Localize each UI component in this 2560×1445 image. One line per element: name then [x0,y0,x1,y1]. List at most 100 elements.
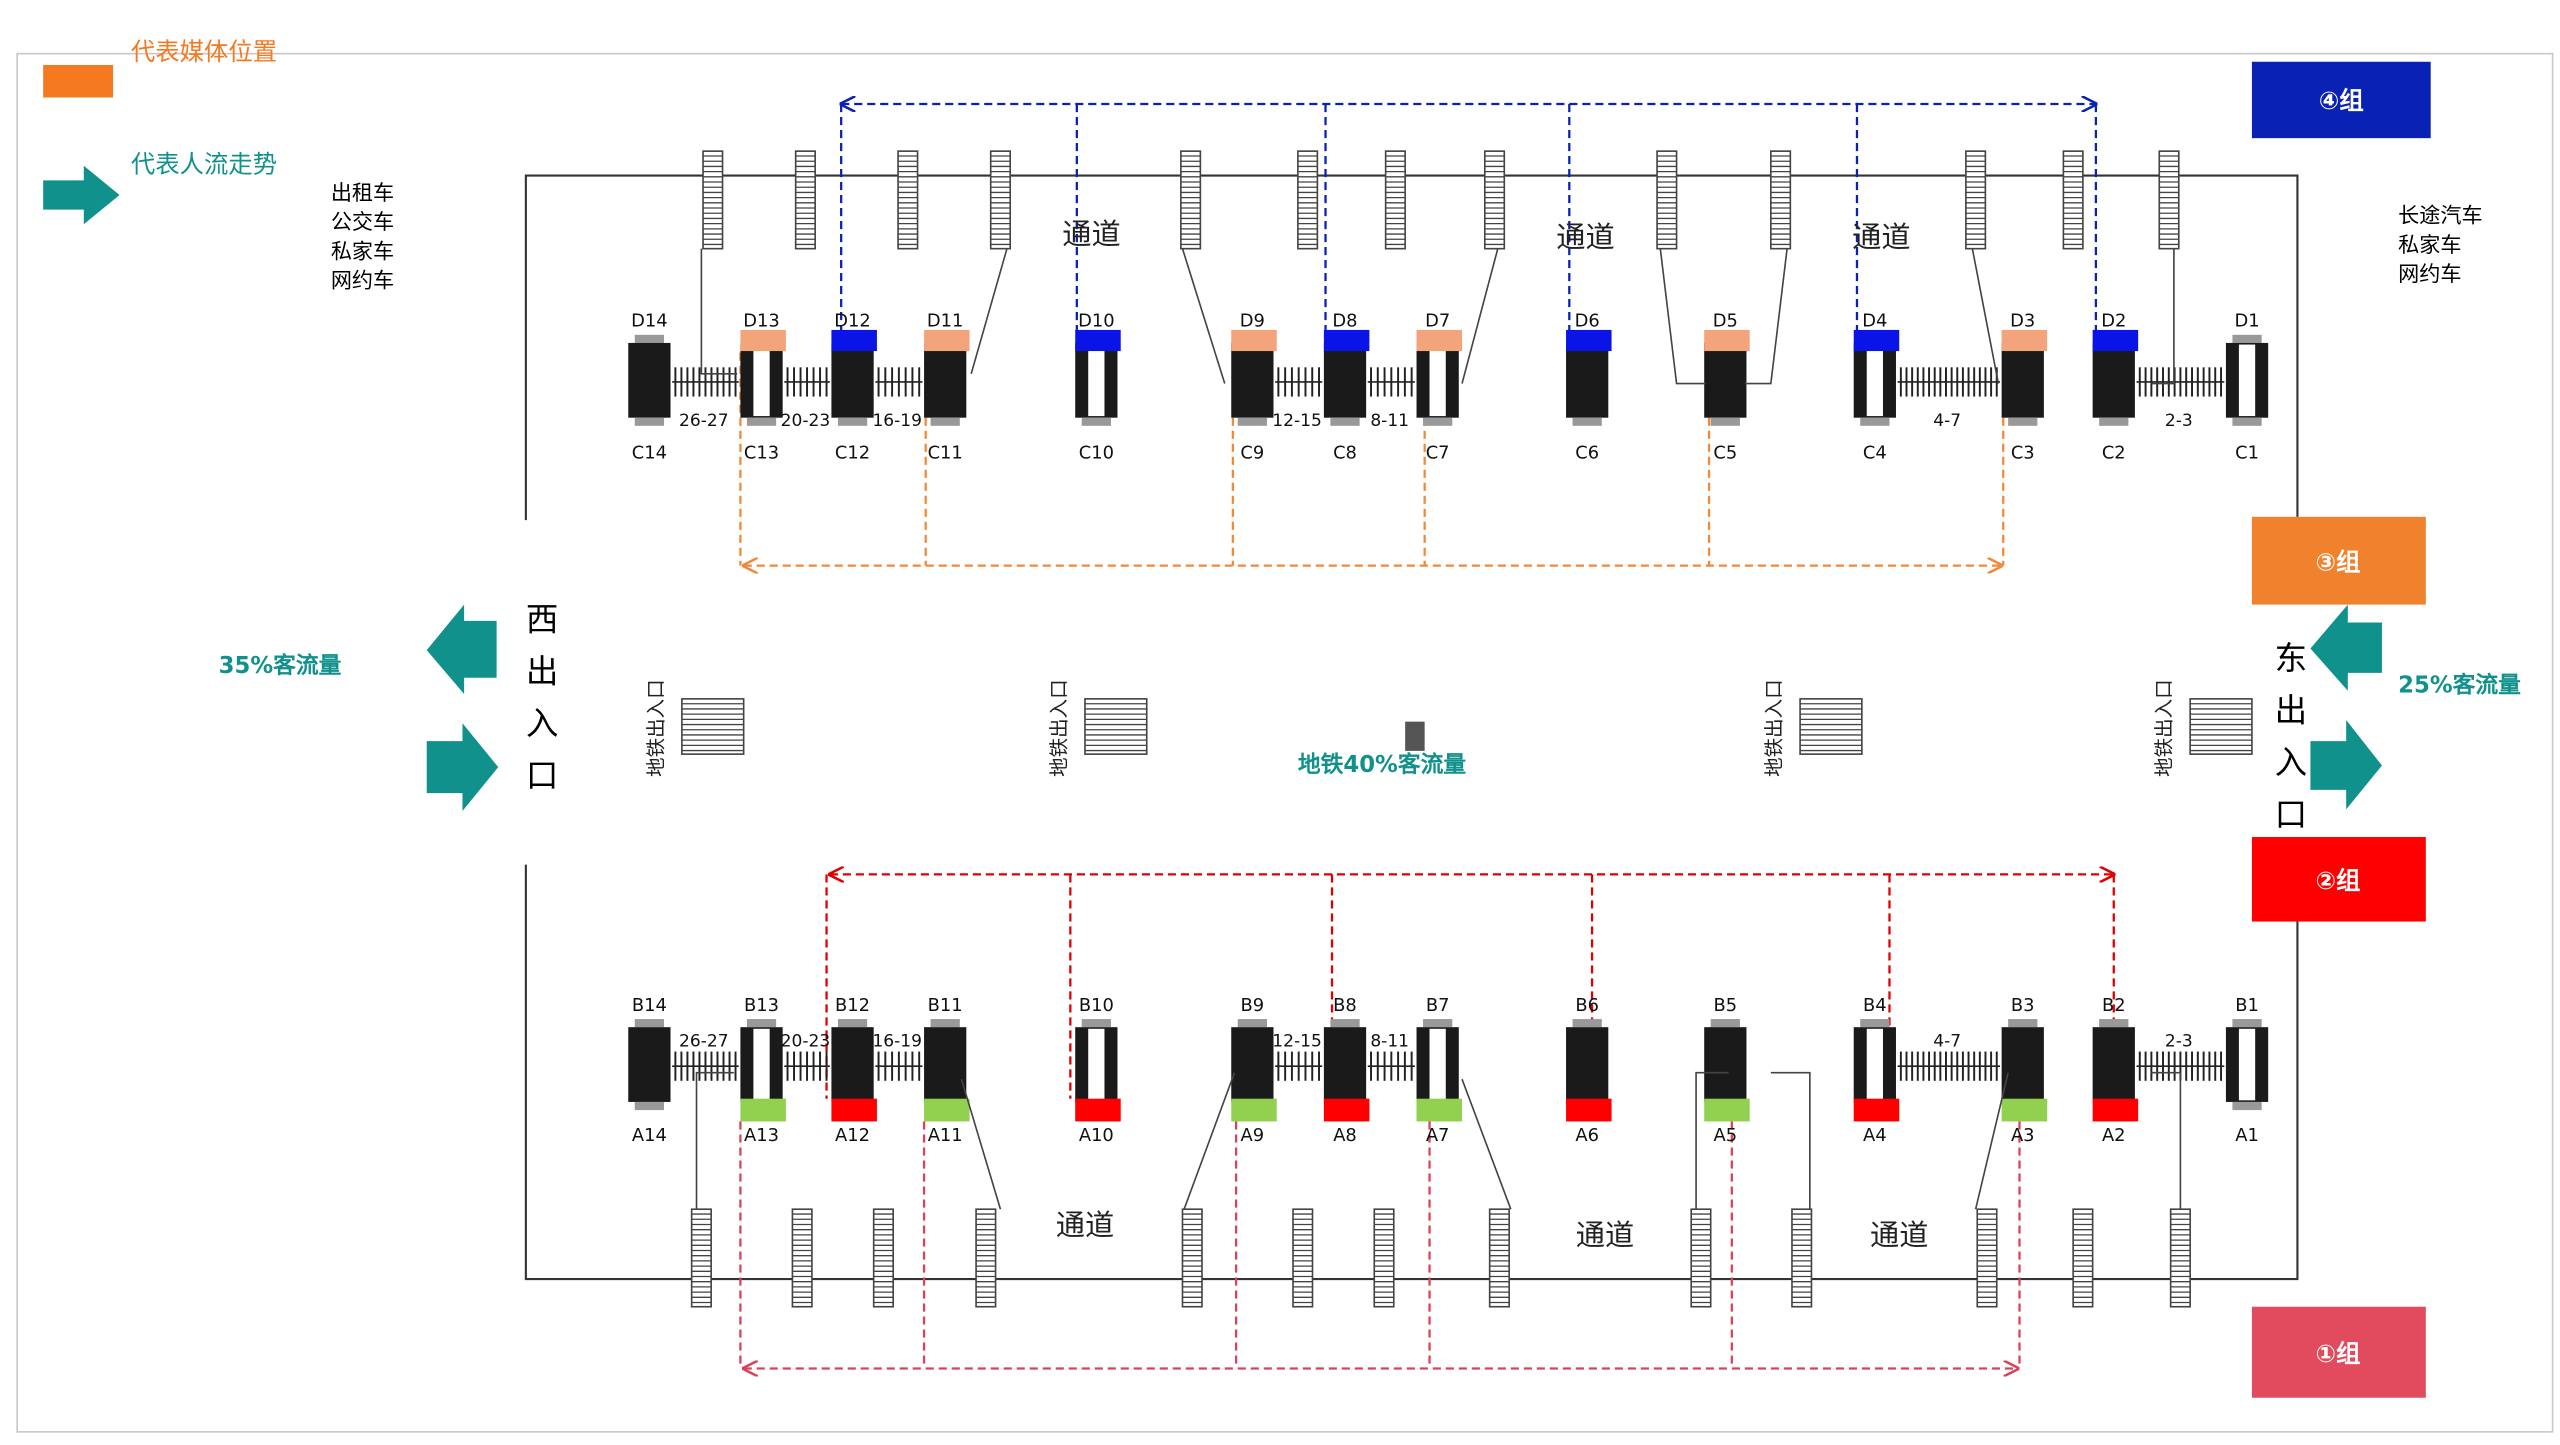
page-frame [16,52,2554,1433]
bot-label-top-2: B12 [835,995,870,1016]
bot-unit-13-core [2238,1028,2256,1101]
bot-stair-12 [2169,1208,2191,1308]
top-label-top-11: D3 [2010,311,2035,332]
bot-unit-7-cap-top [1423,1019,1453,1028]
bot-gate-3 [1275,1051,1323,1081]
top-unit-8-cap-bottom [1572,417,1602,426]
metro-flow-label: 地铁40%客流量 [1298,751,1466,778]
group-badge-3-label: ③组 [2316,547,2361,576]
legend-flow-label: 代表人流走势 [131,149,277,178]
bot-gate-2 [875,1051,923,1081]
bot-label-bottom-0: A14 [632,1125,667,1146]
bot-label-bottom-10: A4 [1863,1125,1887,1146]
metro-entrance-label-2: 地铁出入口 [1763,679,1786,777]
bot-gate-5 [1897,1051,2000,1081]
top-stair-11 [2062,150,2084,250]
top-stair-9 [1770,150,1792,250]
top-stair-6 [1384,150,1406,250]
top-unit-5-body [1231,342,1274,418]
top-unit-13-core [2238,344,2256,417]
metro-entrance-stair-1 [1084,698,1148,755]
metro-entrance-stair-0 [681,698,745,755]
passage-line-12 [1695,1071,1729,1210]
bot-gate-4 [1367,1051,1415,1081]
bot-media-5 [1231,1098,1277,1122]
top-stair-0 [702,150,724,250]
top-platform-row: D14C14D13C13D12C12D11C11D10C10D9C9D8C8D7… [628,311,2269,463]
bot-unit-6 [1323,1019,1367,1111]
group-badge-1 [2251,1306,2426,1398]
bot-stair-0-frame [690,1208,712,1308]
bot-label-bottom-11: A3 [2011,1125,2035,1146]
bot-unit-1-core [753,1028,770,1101]
east-out-arrow-icon [2310,720,2382,810]
vehicle-east-0: 长途汽车 [2398,203,2482,228]
metro-entrance-stair-3 [2189,698,2253,755]
bot-stair-2 [872,1208,894,1308]
bot-unit-2 [831,1019,874,1111]
bot-label-bottom-4: A10 [1079,1125,1114,1146]
top-media-10 [1853,329,1900,352]
top-stair-3 [989,150,1012,250]
top-gate-2 [875,367,923,397]
bot-gate-label-4: 8-11 [1370,1032,1409,1052]
top-unit-0 [628,334,671,426]
bot-label-top-3: B11 [928,995,963,1016]
bot-unit-10-cap-top [1860,1019,1890,1028]
bot-media-1 [740,1098,786,1122]
top-media-11 [2001,329,2048,352]
passage-line-4 [1659,248,1706,385]
top-stair-7 [1483,150,1506,250]
top-label-top-1: D13 [743,311,779,332]
bot-label-bottom-13: A1 [2235,1125,2259,1146]
top-gate-label-3: 12-15 [1272,411,1322,431]
bot-unit-12-body [2092,1027,2135,1102]
bot-gate-label-5: 4-7 [1933,1032,1961,1052]
top-label-bottom-1: C13 [744,442,779,463]
bot-label-bottom-12: A2 [2102,1125,2126,1146]
bot-media-4 [1075,1098,1121,1122]
bot-gate-6 [2136,1051,2225,1081]
top-unit-4-core [1088,344,1105,417]
bot-gate-label-6: 2-3 [2165,1032,2193,1052]
bot-stair-10-frame [1976,1208,1998,1308]
bot-label-bottom-6: A8 [1333,1125,1357,1146]
bot-unit-8-cap-top [1572,1019,1602,1028]
bot-media-2 [831,1098,877,1122]
bot-stair-7 [1488,1208,1510,1308]
west-exit-char-3: 口 [526,757,559,795]
west-exit-char-0: 西 [526,601,559,639]
top-gate-label-2: 16-19 [872,411,922,431]
bot-label-bottom-7: A7 [1426,1125,1450,1146]
group-badge-2-label: ②组 [2316,866,2361,895]
top-unit-0-cap-top [634,334,665,343]
bot-label-top-10: B4 [1863,995,1887,1016]
legend-media-label: 代表媒体位置 [131,37,277,66]
top-gate-6 [2136,367,2225,397]
top-gate-label-0: 26-27 [679,411,729,431]
west-out-arrow-icon [426,604,497,694]
top-unit-11-cap-bottom [2008,417,2038,426]
bot-label-top-8: B6 [1575,995,1599,1016]
bot-unit-2-body [831,1027,874,1102]
bot-media-6 [1323,1098,1370,1122]
bot-stair-11-frame [2072,1208,2094,1308]
top-stair-5 [1297,150,1319,250]
bot-unit-0-cap-bottom [634,1101,665,1111]
bot-label-bottom-1: A13 [744,1125,779,1146]
bot-label-top-12: B2 [2102,995,2126,1016]
top-gate-5 [1897,367,2000,397]
bot-label-top-11: B3 [2011,995,2035,1016]
bot-stair-11 [2072,1208,2094,1308]
passage-line-9 [960,1078,1002,1210]
top-stair-10 [1965,150,1987,250]
passage-line-7 [2151,248,2175,385]
bot-label-top-6: B8 [1333,995,1357,1016]
vehicle-west-0: 出租车 [331,180,394,205]
bot-stair-8 [1690,1208,1712,1308]
bot-stair-9-frame [1791,1208,1813,1308]
top-label-top-2: D12 [834,311,870,332]
metro-entrance-stair-2 [1799,698,1863,755]
